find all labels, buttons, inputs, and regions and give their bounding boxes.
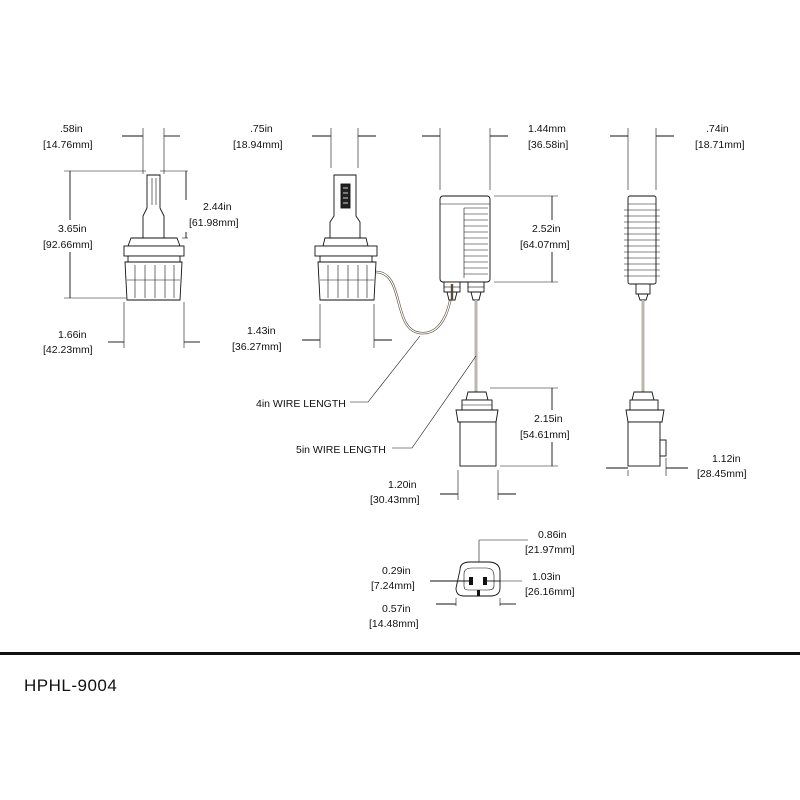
connector-width-label: 1.20in [388,479,417,491]
bulb-side-width-mm-label: [18.94mm] [233,139,283,151]
driver-side-dimensions: .74in [18.71mm] 1.12in [28.45mm] [606,123,747,480]
driver-width-label: 1.44mm [528,123,566,135]
driver-height-label: 2.52in [532,223,561,235]
bulb-total-height-label: 3.65in [58,223,87,235]
bulb-side-dimensions: .75in [18.94mm] 1.43in [36.27mm] [232,123,392,353]
driver-depth-label: .74in [706,123,729,135]
driver-box [439,195,491,301]
wire-5in-label: 5in WIRE LENGTH [296,444,386,456]
connector-depth-mm-label: [28.45mm] [697,468,747,480]
plug-pin-label: 0.29in [382,565,411,577]
driver-depth-mm-label: [18.71mm] [695,139,745,151]
bulb-total-height-mm-label: [92.66mm] [43,239,93,251]
plug-top-mm-label: [21.97mm] [525,544,575,556]
plug-inner-mm-label: [14.48mm] [369,618,419,630]
driver-to-connector-wire [450,284,478,392]
bulb-side-base-width-mm-label: [36.27mm] [232,341,282,353]
connector-height-mm-label: [54.61mm] [520,429,570,441]
wire-4in-label: 4in WIRE LENGTH [256,398,346,410]
connector-view [455,391,499,467]
bulb-front-width-mm-label: [14.76mm] [43,139,93,151]
bulb-front-width-label: .58in [60,123,83,135]
driver-dimensions: 1.44mm [36.58in] 2.52in [64.07mm] 2.15in… [370,123,570,506]
plug-face-view [455,561,501,597]
bulb-side-width-label: .75in [250,123,273,135]
title-block-divider [0,652,800,655]
bulb-front-view [123,174,185,301]
plug-top-label: 0.86in [538,529,567,541]
bulb-base-width-label: 1.66in [58,329,87,341]
connector-width-mm-label: [30.43mm] [370,494,420,506]
connector-height-label: 2.15in [534,413,563,425]
plug-face-dimensions: 0.86in [21.97mm] 0.29in [7.24mm] 1.03in … [369,529,575,630]
plug-outer-label: 1.03in [532,571,561,583]
bulb-top-height-label: 2.44in [203,201,232,213]
plug-outer-mm-label: [26.16mm] [525,586,575,598]
bulb-top-height-mm-label: [61.98mm] [189,217,239,229]
connector-depth-label: 1.12in [712,453,741,465]
bulb-side-base-width-label: 1.43in [247,325,276,337]
driver-width-mm-label: [36.58in] [528,139,568,151]
driver-height-mm-label: [64.07mm] [520,239,570,251]
driver-side-view [624,195,667,467]
bulb-to-driver-wire [375,270,454,335]
bulb-front-dimensions: .58in [14.76mm] 3.65in [92.66mm] 2.44in … [43,123,239,356]
wire-length-callouts: 4in WIRE LENGTH 5in WIRE LENGTH [256,335,477,456]
plug-inner-label: 0.57in [382,603,411,615]
bulb-base-width-mm-label: [42.23mm] [43,344,93,356]
plug-pin-mm-label: [7.24mm] [371,580,415,592]
bulb-side-view [314,174,378,301]
model-number: HPHL-9004 [24,676,118,695]
